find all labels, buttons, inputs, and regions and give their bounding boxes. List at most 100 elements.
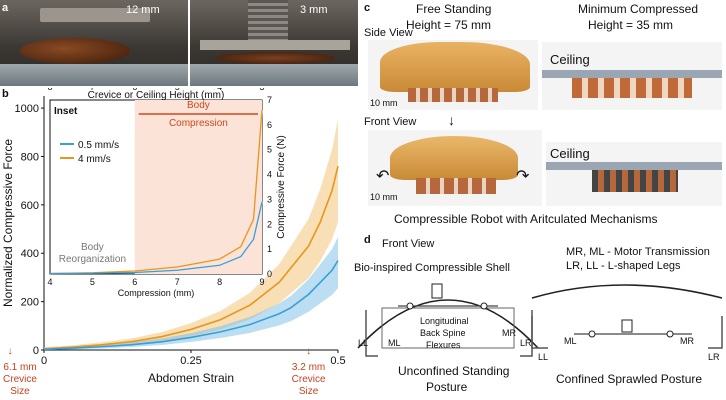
free-standing-line2: Height = 75 mm [406, 18, 492, 32]
flattened-cockroach [215, 52, 335, 64]
panel-c-label: c [364, 2, 371, 14]
panel-c: c Free Standing Height = 75 mm Minimum C… [360, 0, 726, 232]
caption-unconfined-line2: Posture [426, 380, 468, 394]
label-ml-right: ML [564, 336, 577, 346]
mechanism-diagrams [357, 283, 723, 357]
label-ll: LL [358, 338, 369, 348]
joint-left-2 [480, 302, 488, 310]
compressed-robot-side [572, 78, 692, 98]
motor-box-left [431, 283, 443, 299]
panel-d: d Front View MR, ML - Motor Transmission… [352, 232, 726, 400]
inset-right-tick: 6 [267, 120, 272, 130]
ceiling-front-photo [546, 142, 722, 206]
caption-confined: Confined Sprawled Posture [556, 372, 703, 386]
series-line-05mms [43, 260, 339, 351]
robot-side-photo [368, 40, 538, 110]
compressed-robot-front [592, 170, 678, 192]
panel-b-label: b [2, 88, 9, 100]
region-comp-1: Body [187, 100, 210, 111]
scale-side: 10 mm [370, 98, 398, 108]
label-ml: ML [388, 338, 401, 348]
label-ll-right: LL [538, 352, 549, 362]
inset-right-tick: 1 [267, 244, 272, 254]
inset-top-tick: 4 [217, 88, 222, 92]
inset-top-tick: 5 [175, 88, 180, 92]
cockroach-body [20, 38, 130, 64]
label-lr: LR [520, 338, 532, 348]
side-view-label: Side View [364, 27, 413, 39]
inset-right-axis-title: Compressive Force (N) [276, 135, 287, 238]
y-tick-label: 200 [21, 297, 39, 309]
y-tick-label: 600 [21, 200, 39, 212]
robot-legs-front [416, 178, 496, 194]
scale-front: 10 mm [370, 192, 398, 202]
x-tick-label: 0.25 [180, 355, 201, 367]
y-tick-label: 0 [33, 345, 39, 357]
crevice-value: 6.1 mm [3, 362, 36, 373]
compression-region [134, 100, 262, 274]
caption-unconfined-line1: Unconfined Standing [398, 364, 510, 378]
ceiling-side-photo [542, 42, 722, 110]
legend-mr-ml: MR, ML - Motor Transmission [566, 246, 710, 258]
press-plate [40, 8, 150, 22]
crevice-size: Size [299, 386, 319, 397]
panel-a-label: a [2, 2, 9, 14]
inset-bottom-tick: 6 [132, 277, 137, 287]
glass-base [0, 64, 188, 86]
ceiling-glass-2 [546, 162, 722, 170]
leg-lr-right [708, 316, 723, 349]
crevice-value: 3.2 mm [292, 362, 325, 373]
cockroach-photo-right [190, 0, 358, 86]
inset-top-tick: 8 [47, 88, 52, 92]
y-tick-label: 1000 [15, 103, 39, 115]
ceiling-label-2: Ceiling [550, 146, 590, 161]
crevice-size: Size [10, 386, 30, 397]
inset-right-tick: 5 [267, 145, 272, 155]
inset-top-tick: 3 [259, 88, 264, 92]
leg-ll [365, 310, 378, 357]
panel-d-label: d [364, 234, 371, 246]
inset-bottom-axis-title: Compression (mm) [118, 288, 195, 298]
inset-legend-label: 0.5 mm/s [78, 140, 119, 151]
front-view-label: Front View [364, 116, 417, 128]
scale-label-12mm: 12 mm [126, 4, 160, 16]
ceiling-label-1: Ceiling [550, 52, 590, 67]
crevice-arrow-icon: ↓ [306, 346, 311, 357]
min-compressed-line2: Height = 35 mm [588, 18, 674, 32]
series-line-4mms [43, 165, 339, 350]
curved-arrow-right-icon: ↷ [516, 168, 530, 185]
front-view-d: Front View [382, 238, 435, 250]
region-reorg-2: Reorganization [59, 254, 126, 265]
panel-c-caption: Compressible Robot with Aritculated Mech… [394, 212, 658, 226]
press-plate-right [200, 40, 350, 50]
scale-label-3mm: 3 mm [300, 4, 328, 16]
inset-title: Inset [54, 106, 78, 117]
label-lr-right: LR [708, 352, 720, 362]
inset-top-tick: 7 [90, 88, 95, 92]
inset-bottom-tick: 4 [47, 277, 52, 287]
x-axis-title: Abdomen Strain [148, 371, 234, 385]
inset-top-axis-title: Crevice or Ceiling Height (mm) [88, 90, 225, 101]
inset-right-tick: 7 [267, 95, 272, 105]
joint-right-2 [666, 330, 674, 338]
robot-shell-front [390, 136, 518, 180]
min-compressed-line1: Minimum Compressed [578, 2, 699, 16]
legend-lr-ll: LR, LL - L-shaped Legs [566, 260, 681, 272]
inset-bottom-tick: 7 [175, 277, 180, 287]
label-mr: MR [502, 328, 516, 338]
region-reorg-1: Body [81, 242, 104, 253]
robot-legs-side [408, 88, 498, 102]
robot-front-photo [368, 130, 542, 206]
spine-line2: Back Spine [420, 328, 466, 338]
panel-a: a 12 mm 3 mm [0, 0, 358, 86]
series-band-4mms [44, 118, 338, 350]
motor-box-right [621, 319, 633, 333]
spine-line3: Flexures [426, 340, 461, 350]
x-tick-label: 0 [41, 355, 47, 367]
ceiling-glass [542, 70, 722, 78]
inset-bottom-tick: 9 [259, 277, 264, 287]
y-axis-title: Normalized Compressive Force [1, 139, 15, 307]
x-tick-label: 0.5 [330, 355, 345, 367]
robot-shell-side [380, 42, 530, 92]
body-frame-left [381, 307, 515, 349]
